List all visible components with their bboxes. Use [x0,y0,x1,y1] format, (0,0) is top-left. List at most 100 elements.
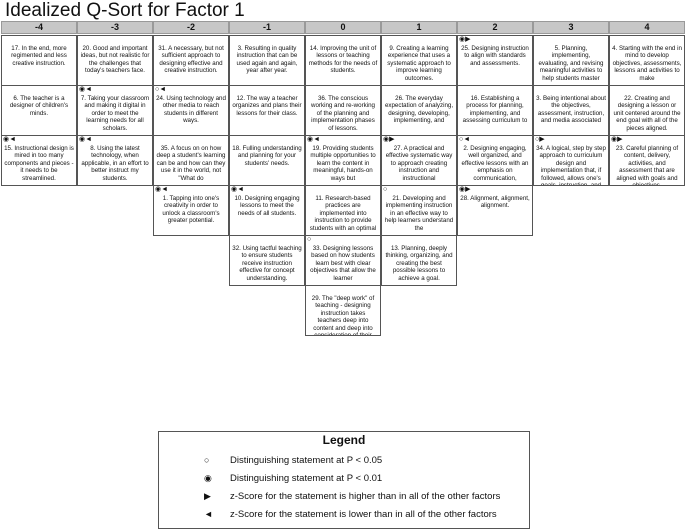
significance-marker-icon: ◉▶ [459,186,471,193]
statement-cell: 12. The way a teacher organizes and plan… [229,85,305,136]
column-header: 0 [305,21,381,34]
statement-text: 2. Designing engaging, well organized, a… [461,145,529,182]
significance-marker-icon: ◉◄ [155,186,169,193]
figure-title: Idealized Q-Sort for Factor 1 [5,0,245,21]
statement-text: 1. Tapping into one's creativity in orde… [162,195,220,225]
statement-text: 4. Starting with the end in mind to deve… [612,45,682,82]
statement-text: 19. Providing students multiple opportun… [310,145,376,182]
significance-marker-icon: ◉◄ [231,186,245,193]
significance-marker-icon: ◉◄ [3,136,17,143]
statement-text: 26. The everyday expectation of analyzin… [384,95,454,125]
statement-text: 33. Designing lessons based on how stude… [310,245,376,282]
statement-cell: 16. Establishing a process for planning,… [457,85,533,136]
legend-item: ○ Distinguishing statement at P < 0.05 [204,454,382,467]
hollow-circle-icon: ○ [204,455,210,465]
statement-text: 36. The conscious working and re-working… [311,95,375,132]
legend-text: z-Score for the statement is lower than … [230,509,497,520]
significance-marker-icon: ○◄ [155,86,167,93]
legend-item: ▶ z-Score for the statement is higher tha… [204,490,500,503]
filled-circle-icon: ◉ [204,473,212,483]
legend-item: ◄ z-Score for the statement is lower than… [204,508,497,521]
statement-cell: 31. A necessary, but not sufficient appr… [153,35,229,86]
statement-text: 15. Instructional design is mired in too… [4,145,74,182]
legend-item: ◉ Distinguishing statement at P < 0.01 [204,472,382,485]
statement-cell: 29. The "deep work" of teaching - design… [305,285,381,336]
statement-cell: ○◄ 24. Using technology and other media t… [153,85,229,136]
statement-text: 23. Careful planning of content, deliver… [615,145,679,185]
statement-text: 3. Resulting in quality instruction that… [236,45,298,75]
statement-text: 34. A logical, step by step approach to … [536,145,606,185]
significance-marker-icon: ◉▶ [459,36,471,43]
significance-marker-icon: ◉◄ [307,136,321,143]
statement-cell: ◉◄ 8. Using the latest technology, when a… [77,135,153,186]
statement-cell: 36. The conscious working and re-working… [305,85,381,136]
statement-cell: 20. Good and important ideas, but not re… [77,35,153,86]
statement-cell: 5. Planning, implementing, evaluating, a… [533,35,609,86]
statement-cell: 35. A focus on on how deep a student's l… [153,135,229,186]
statement-text: 32. Using tactful teaching to ensure stu… [232,245,302,282]
column-header: 3 [533,21,609,34]
statement-text: 22. Creating and designing a lesson or u… [613,95,681,132]
significance-marker-icon: ◉◄ [79,86,93,93]
statement-text: 13. Planning, deeply thinking, organizin… [385,245,453,282]
statement-text: 28. Alignment, alignment, alignment. [460,195,530,210]
legend-text: z-Score for the statement is higher than… [230,491,501,502]
statement-cell: 13. Planning, deeply thinking, organizin… [381,235,457,286]
statement-cell: 22. Creating and designing a lesson or u… [609,85,685,136]
statement-text: 14. Improving the unit of lessons or tea… [308,45,378,75]
statement-text: 12. The way a teacher organizes and plan… [232,95,302,117]
statement-text: 8. Using the latest technology, when app… [81,145,149,182]
significance-marker-icon: ○ [307,236,312,243]
statement-text: 3. Being intentional about the objective… [536,95,606,125]
statement-text: 11. Research-based practices are impleme… [309,195,377,232]
statement-cell: ◉◄ 15. Instructional design is mired in t… [1,135,77,186]
statement-text: 35. A focus on on how deep a student's l… [156,145,226,182]
column-header: 1 [381,21,457,34]
statement-cell: ◉▶ 23. Careful planning of content, deliv… [609,135,685,186]
statement-cell: ◉◄ 1. Tapping into one's creativity in or… [153,185,229,236]
statement-cell: ○▶ 34. A logical, step by step approach t… [533,135,609,186]
statement-cell: ◉◄10. Designing engaging lessons to meet… [229,185,305,236]
legend-text: Distinguishing statement at P < 0.01 [230,473,383,484]
statement-text: 24. Using technology and other media to … [156,95,226,125]
arrow-left-icon: ◄ [204,509,213,519]
significance-marker-icon: ○◄ [459,136,471,143]
statement-text: 9. Creating a learning experience that u… [387,45,451,82]
statement-cell: ◉◄ 7. Taking your classroom and making it… [77,85,153,136]
legend-text: Distinguishing statement at P < 0.05 [230,455,383,466]
column-header: 2 [457,21,533,34]
column-header: 4 [609,21,685,34]
statement-cell: 9. Creating a learning experience that u… [381,35,457,86]
statement-cell: 18. Fulling understanding and planning f… [229,135,305,186]
significance-marker-icon: ○▶ [535,136,545,143]
significance-marker-icon: ○ [383,186,388,193]
statement-cell: 11. Research-based practices are impleme… [305,185,381,236]
statement-cell: ◉▶ 28. Alignment, alignment, alignment. [457,185,533,236]
column-header: -1 [229,21,305,34]
statement-text: 21. Developing and implementing instruct… [384,195,454,232]
statement-cell: 3. Resulting in quality instruction that… [229,35,305,86]
statement-text: 5. Planning, implementing, evaluating, a… [538,45,604,82]
statement-text: 29. The "deep work" of teaching - design… [311,295,375,335]
statement-cell: 6. The teacher is a designer of children… [1,85,77,136]
column-header: -2 [153,21,229,34]
significance-marker-icon: ◉▶ [383,136,395,143]
statement-text: 7. Taking your classroom and making it d… [80,95,150,132]
statement-cell: 3. Being intentional about the objective… [533,85,609,136]
statement-text: 25. Designing instruction to align with … [461,45,529,67]
statement-text: 16. Establishing a process for planning,… [462,95,528,125]
statement-text: 6. The teacher is a designer of children… [9,95,69,117]
significance-marker-icon: ◉◄ [79,136,93,143]
statement-cell: ○◄ 2. Designing engaging, well organized,… [457,135,533,186]
statement-text: 31. A necessary, but not sufficient appr… [158,45,224,75]
column-header: -4 [1,21,77,34]
statement-cell: 26. The everyday expectation of analyzin… [381,85,457,136]
statement-cell: 4. Starting with the end in mind to deve… [609,35,685,86]
statement-cell: ◉▶ 25. Designing instruction to align wit… [457,35,533,86]
significance-marker-icon: ◉▶ [611,136,623,143]
arrow-right-icon: ▶ [204,491,211,501]
statement-text: 20. Good and important ideas, but not re… [80,45,150,75]
legend-title: Legend [322,433,366,447]
statement-cell: ◉◄ 19. Providing students multiple opport… [305,135,381,186]
statement-cell: 32. Using tactful teaching to ensure stu… [229,235,305,286]
